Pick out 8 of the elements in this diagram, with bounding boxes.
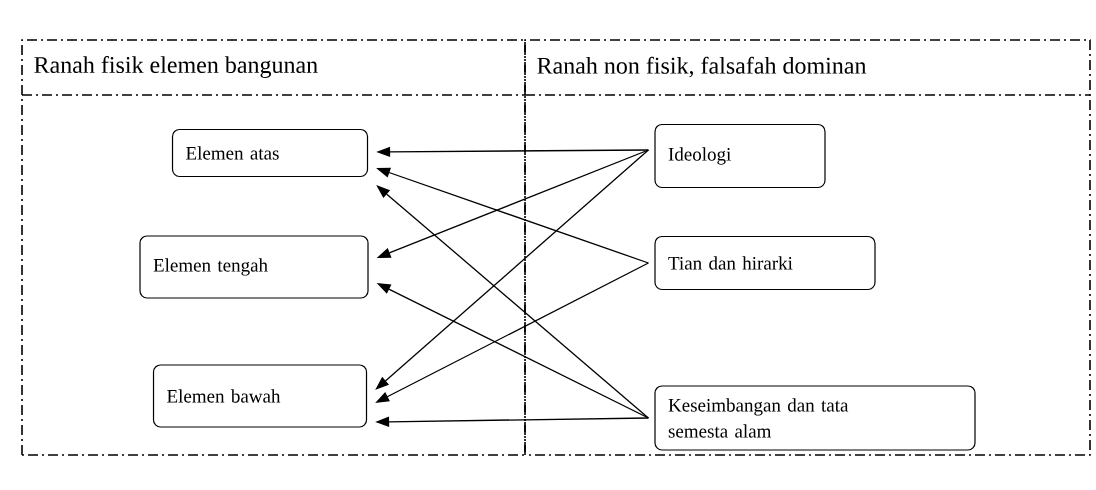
arrow — [376, 185, 650, 419]
arrow — [375, 149, 650, 390]
rounded-box: Keseimbangan dan tata semesta alam — [654, 385, 976, 451]
rounded-box: Tian dan hirarki — [654, 235, 876, 291]
rounded-box: Elemen tengah — [139, 235, 369, 299]
rounded-box: Elemen atas — [171, 128, 369, 178]
rounded-box: Ideologi — [654, 123, 826, 189]
rounded-box: Elemen bawah — [152, 364, 368, 428]
